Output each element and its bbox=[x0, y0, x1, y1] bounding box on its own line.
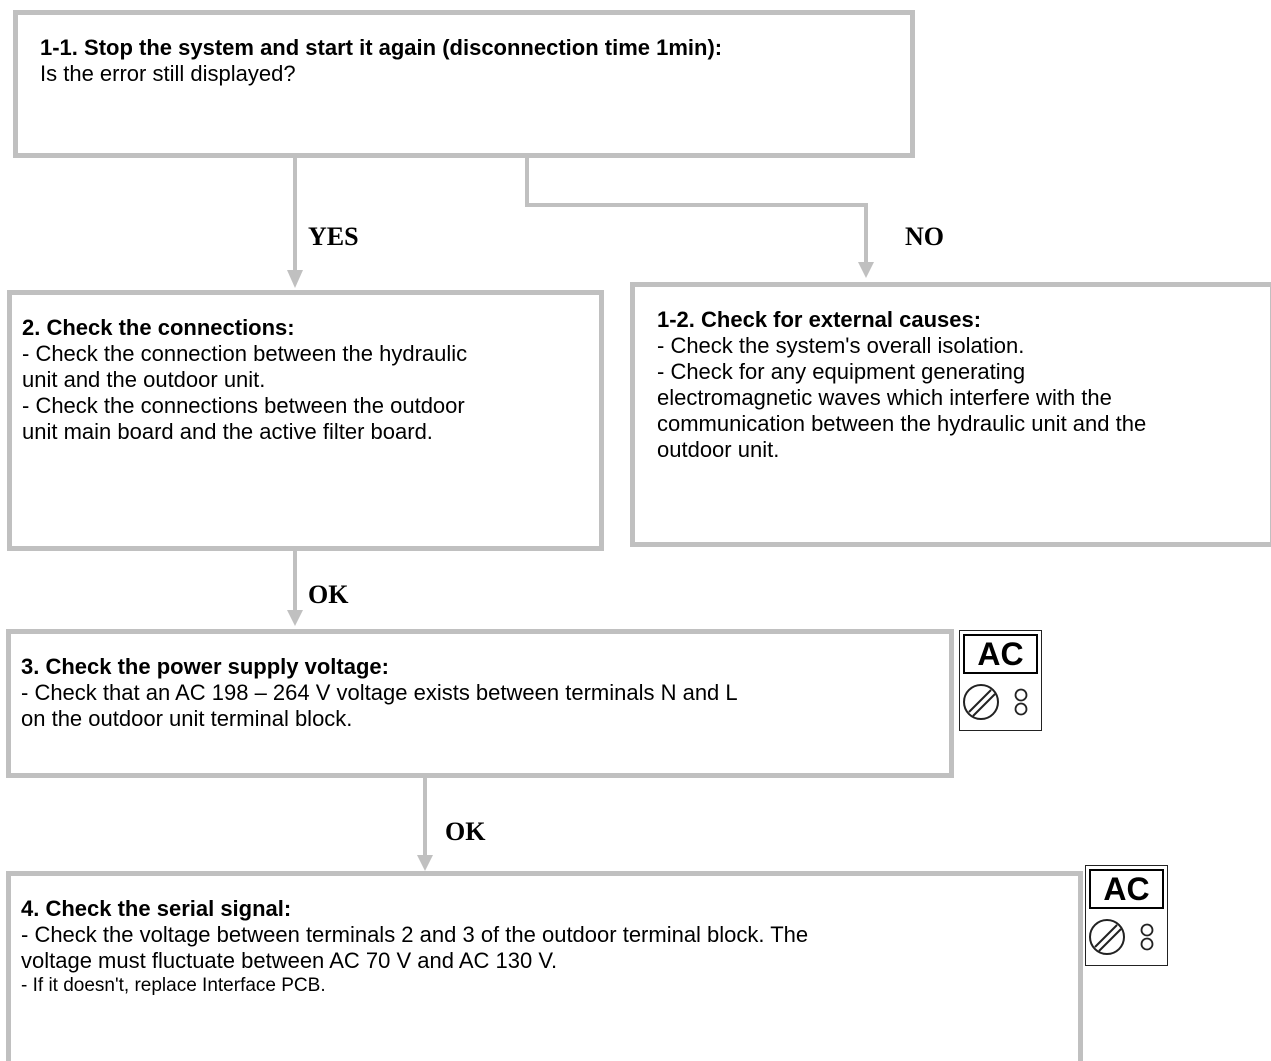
arrow-no-head bbox=[858, 262, 874, 278]
multimeter-display: AC bbox=[1089, 869, 1164, 909]
multimeter-icon: AC bbox=[959, 630, 1042, 731]
step-2-line: - Check the connection between the hydra… bbox=[22, 341, 468, 366]
dial-icon bbox=[1089, 919, 1154, 955]
step-3-line: - Check that an AC 198 – 264 V voltage e… bbox=[21, 680, 738, 705]
step-1-2-line: communication between the hydraulic unit… bbox=[657, 411, 1147, 436]
step-1-2-line: outdoor unit. bbox=[657, 437, 780, 462]
step-2-title: 2. Check the connections: bbox=[22, 315, 295, 340]
yes-label: YES bbox=[308, 222, 359, 251]
step-1-2-line: - Check the system's overall isolation. bbox=[657, 333, 1025, 358]
step-3-title: 3. Check the power supply voltage: bbox=[21, 654, 389, 679]
step-1-2-title: 1-2. Check for external causes: bbox=[657, 307, 982, 332]
multimeter-display: AC bbox=[963, 634, 1038, 674]
step-4-box: 4. Check the serial signal: - Check the … bbox=[6, 871, 1083, 1061]
no-label: NO bbox=[905, 222, 944, 251]
arrow-ok2-head bbox=[417, 855, 433, 871]
arrow-yes-head bbox=[287, 270, 303, 288]
multimeter-icon: AC bbox=[1085, 865, 1168, 966]
dial-icon bbox=[963, 684, 1028, 720]
step-2-line: unit main board and the active filter bo… bbox=[22, 419, 433, 444]
step-4-title: 4. Check the serial signal: bbox=[21, 896, 292, 921]
arrow-no-line bbox=[525, 155, 868, 266]
ok-label: OK bbox=[308, 580, 349, 609]
step-1-1-title: 1-1. Stop the system and start it again … bbox=[40, 35, 723, 60]
step-2-box: 2. Check the connections: - Check the co… bbox=[7, 290, 604, 551]
arrow-ok1-head bbox=[287, 610, 303, 626]
step-2-line: - Check the connections between the outd… bbox=[22, 393, 465, 418]
step-1-1-box: 1-1. Stop the system and start it again … bbox=[13, 10, 915, 158]
step-2-line: unit and the outdoor unit. bbox=[22, 367, 266, 392]
step-4-line: - Check the voltage between terminals 2 … bbox=[21, 922, 809, 947]
step-1-2-box: 1-2. Check for external causes: - Check … bbox=[630, 282, 1271, 547]
step-4-line: voltage must fluctuate between AC 70 V a… bbox=[21, 948, 558, 973]
step-1-2-line: - Check for any equipment generating bbox=[657, 359, 1026, 384]
step-1-1-line: Is the error still displayed? bbox=[40, 61, 296, 86]
step-3-line: on the outdoor unit terminal block. bbox=[21, 706, 353, 731]
ok-label: OK bbox=[445, 817, 486, 846]
step-3-box: 3. Check the power supply voltage: - Che… bbox=[6, 629, 954, 778]
step-1-2-line: electromagnetic waves which interfere wi… bbox=[657, 385, 1112, 410]
step-4-line: - If it doesn't, replace Interface PCB. bbox=[21, 975, 326, 996]
